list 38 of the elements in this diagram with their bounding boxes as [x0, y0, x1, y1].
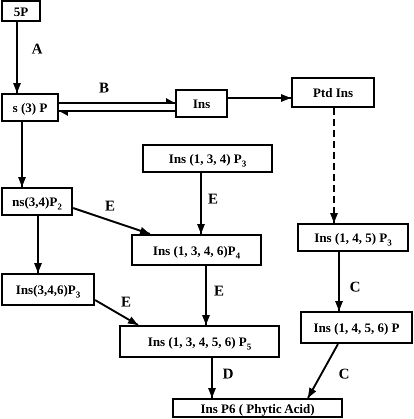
- process-box: [1, 0, 41, 22]
- arrow: [34, 216, 42, 273]
- compound-label: ns(3,4)P$_{2}$: [12, 194, 62, 209]
- process-box: [291, 77, 375, 108]
- process-box: [1, 273, 95, 306]
- arrow: [197, 173, 205, 234]
- harpoon-arrow: [59, 98, 175, 104]
- harpoon-arrow: [59, 110, 175, 116]
- compound-label: Ins(3,4,6)P$_{3}$: [16, 282, 80, 297]
- arrow: [72, 207, 150, 235]
- compound-label: s (3) P: [12, 100, 48, 115]
- compound-label: Ins: [192, 96, 210, 111]
- compound-label: 5P: [14, 4, 28, 18]
- dashed-arrow: [330, 108, 338, 223]
- arrow: [208, 358, 216, 398]
- arrow: [335, 252, 343, 311]
- compound-label: Ins (1, 4, 5) P$_{3}$: [314, 230, 392, 245]
- process-box: [175, 89, 228, 118]
- compound-label: Ptd Ins: [312, 85, 354, 100]
- process-box: [300, 311, 413, 344]
- process-box: [172, 398, 343, 418]
- compound-label: Ins P6 ( Phytic Acid): [200, 400, 315, 416]
- arrow: [228, 94, 291, 102]
- arrow: [13, 22, 21, 93]
- compound-label: Ins (1, 3, 4, 6)P$_{4}$: [152, 242, 240, 258]
- process-box: [1, 187, 73, 216]
- arrow: [94, 299, 138, 326]
- compound-label: Ins (1, 3, 4, 5, 6) P$_{5}$: [148, 334, 252, 349]
- arrow: [307, 344, 339, 398]
- process-box: [297, 223, 409, 252]
- process-box: [1, 93, 59, 122]
- process-box: [119, 325, 280, 358]
- compound-label: Ins (1, 4, 5, 6) P: [314, 320, 400, 335]
- arrow: [18, 122, 26, 187]
- arrow: [202, 266, 210, 325]
- compound-label: Ins (1, 3, 4) P$_{3}$: [168, 151, 246, 166]
- process-box: [142, 144, 273, 173]
- process-box: [131, 234, 262, 266]
